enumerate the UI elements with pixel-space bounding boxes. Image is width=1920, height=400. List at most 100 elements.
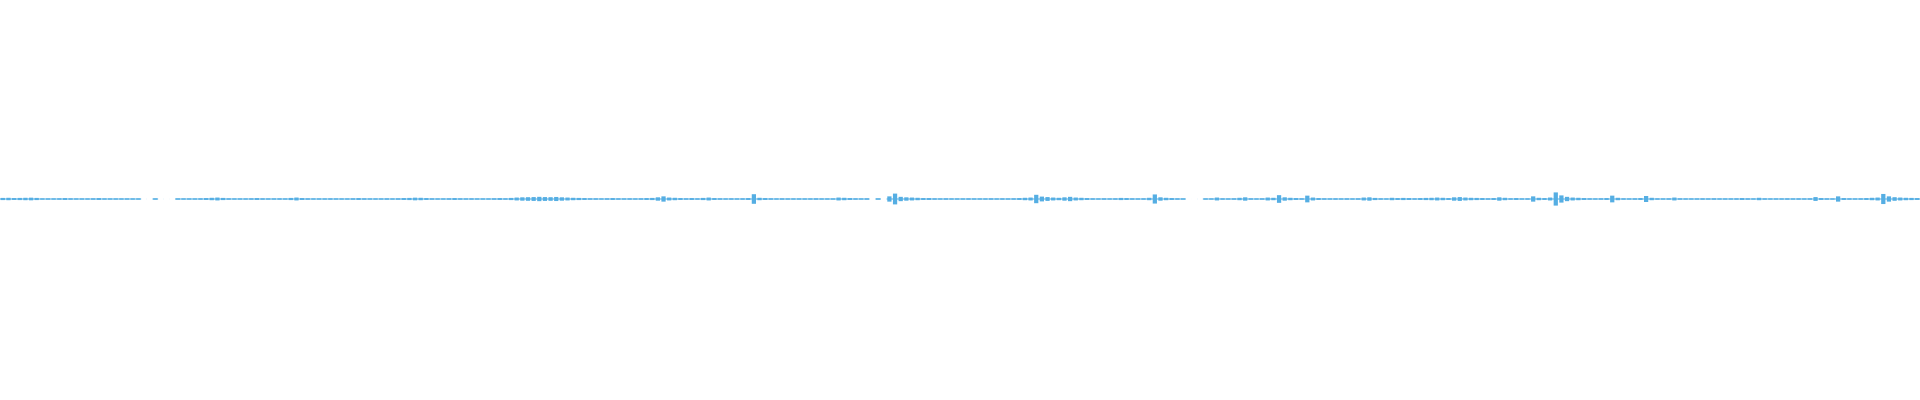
waveform-gap [880,197,887,201]
waveform-bar [119,198,124,200]
waveform-bar [1011,198,1016,200]
waveform-bar [1293,198,1299,200]
waveform-bar [746,198,751,200]
waveform-bar [271,198,276,200]
waveform-bar [525,197,531,201]
waveform-bar [604,198,610,200]
waveform-bar [949,198,954,200]
waveform-bar [1773,198,1779,200]
waveform-bar [1068,196,1073,202]
waveform-bar [1000,198,1005,200]
waveform-bar [520,197,525,201]
waveform-bar [571,197,576,201]
waveform-bar [1564,196,1570,202]
waveform-bar [864,198,869,200]
waveform-bar [1406,198,1412,200]
waveform-bar [932,198,937,200]
waveform-bar [1779,198,1784,200]
waveform-bar [1666,198,1671,200]
waveform-bar [712,198,717,200]
waveform-bar [1576,197,1581,201]
waveform-bar [508,197,514,201]
waveform-bar [1361,197,1366,201]
waveform-bar [1169,198,1174,200]
waveform-bar [1689,198,1694,200]
waveform-bar [1045,197,1050,201]
waveform-bar [1762,198,1767,200]
waveform-bar [842,197,847,201]
waveform-bar [853,198,858,200]
waveform-bar [136,198,141,200]
waveform-bar [1271,197,1276,201]
waveform-bar [1621,198,1626,200]
waveform-bar [1892,197,1897,201]
waveform-bar [187,198,192,200]
waveform-bar [1649,197,1654,201]
waveform-bar [266,198,271,200]
waveform-bar [847,198,852,200]
waveform-bar [283,198,288,200]
waveform-bar [514,197,519,201]
waveform-bar [390,198,395,200]
waveform-bar [1079,197,1084,201]
waveform-bar [1147,197,1152,201]
waveform-bar [1542,198,1547,200]
waveform-gap [163,197,170,201]
waveform-bar [1881,193,1886,205]
waveform-bar [379,198,384,200]
waveform-bar [1350,198,1355,200]
waveform-bar [0,197,5,201]
waveform-bar [1536,197,1541,201]
waveform-bar [1254,198,1259,200]
waveform-bar [994,198,999,200]
waveform-bar [1706,198,1711,200]
waveform-bar [446,198,452,200]
waveform-bar [887,196,892,202]
waveform-bar [1508,198,1513,200]
waveform-bar [593,198,598,200]
waveform-bar [898,196,903,202]
waveform-bar [300,198,305,200]
waveform-bar [40,198,45,200]
waveform-bar [23,197,28,201]
waveform-bar [1180,198,1186,200]
waveform-bar [1389,197,1395,201]
waveform-bar [28,197,34,201]
waveform-bar [45,198,51,200]
waveform-bar [1124,198,1129,200]
waveform-bar [34,197,39,201]
waveform-bar [85,198,90,200]
waveform-bar [328,198,333,200]
waveform-bar [1084,198,1090,200]
waveform-bar [977,198,982,200]
waveform-gap [169,197,176,201]
waveform-bar [644,198,649,200]
waveform-bar [859,198,864,200]
waveform-bar [68,198,73,200]
waveform-gap [141,197,147,201]
waveform-bar [983,198,988,200]
waveform-bar [1062,197,1067,201]
waveform-bar [1113,198,1118,200]
waveform-bar [1514,198,1519,200]
waveform-bar [576,197,581,201]
waveform-bar [938,198,943,200]
waveform-bar [1463,197,1468,201]
waveform-bar [1638,198,1643,200]
waveform-bar [689,198,694,200]
waveform-bar [249,198,254,200]
waveform-bar [825,198,830,200]
waveform-bar [237,198,243,200]
waveform-bar [960,198,965,200]
waveform-gap [869,197,876,201]
waveform-bar [209,197,214,201]
waveform-bar [1694,198,1700,200]
waveform-bar [1559,195,1564,203]
waveform-bar [1265,197,1270,201]
waveform-bar [1790,198,1796,200]
waveform-bar [1598,198,1604,200]
waveform-bar [1164,197,1169,201]
waveform-bar [599,198,604,200]
